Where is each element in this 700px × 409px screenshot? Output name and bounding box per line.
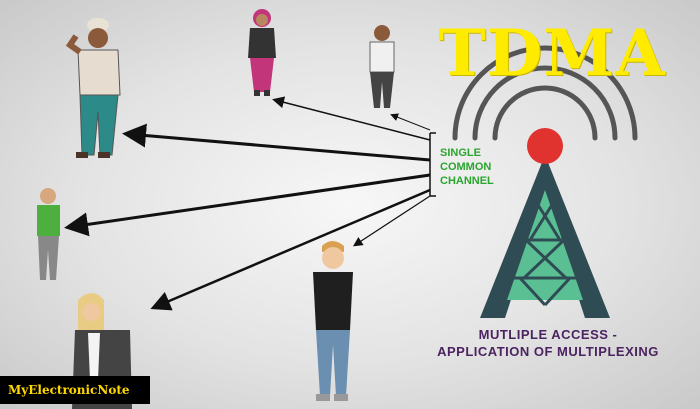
channel-bracket: [429, 132, 436, 197]
signal-arc-outer: [452, 45, 638, 141]
channel-label-line-2: COMMON: [440, 161, 492, 173]
caption: MUTLIPLE ACCESS - APPLICATION OF MULTIPL…: [418, 326, 678, 360]
signal-arrows: [64, 96, 431, 311]
arrow-to-woman-hijab: [272, 96, 431, 141]
arrow-to-man-turban: [122, 123, 431, 162]
person-woman-hijab: [248, 9, 276, 96]
person-man-green-shirt: [37, 188, 60, 280]
signal-arc-inner: [492, 85, 598, 141]
tower-beacon: [527, 128, 563, 164]
arrow-to-woman-blonde: [150, 188, 431, 311]
caption-line-1: MUTLIPLE ACCESS -: [478, 327, 618, 342]
channel-label-line-3: CHANNEL: [440, 175, 494, 187]
channel-label-line-1: SINGLE: [440, 147, 481, 159]
signal-arc-middle: [472, 65, 618, 141]
watermark: MyElectronicNote: [0, 376, 150, 404]
arrow-to-man-black-tshirt: [352, 195, 431, 247]
person-man-turban: [65, 18, 121, 158]
channel-label: SINGLE COMMON CHANNEL: [440, 146, 520, 188]
signal-arcs: [452, 45, 638, 141]
caption-line-2: APPLICATION OF MULTIPLEXING: [437, 344, 659, 359]
person-man-standing: [369, 25, 395, 108]
person-man-black-tshirt: [313, 241, 353, 401]
tower-icon: [480, 128, 610, 318]
arrow-to-man-standing: [390, 113, 431, 131]
arrow-to-man-green-shirt: [64, 173, 431, 237]
title-heading: TDMA: [438, 16, 666, 91]
